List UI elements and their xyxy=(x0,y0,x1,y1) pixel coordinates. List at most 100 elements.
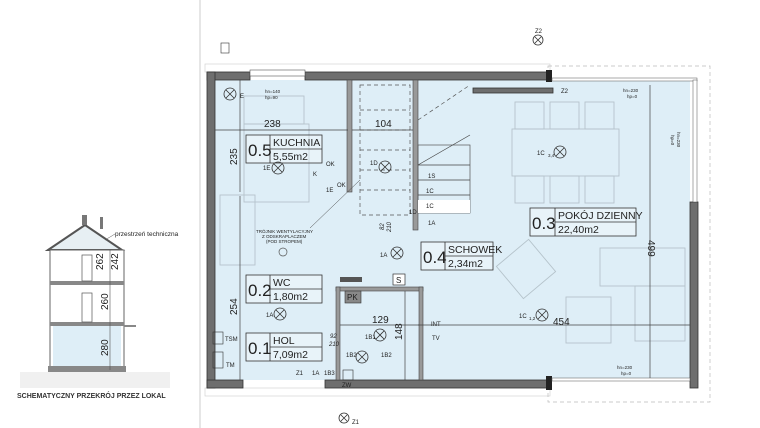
room-name: POKÓJ DZIENNY xyxy=(558,209,643,222)
lamp-icon xyxy=(378,160,392,174)
dim-129: 129 xyxy=(372,315,389,326)
room-name: WC xyxy=(273,277,291,289)
wall-bottom-left xyxy=(206,379,244,389)
lamp-icon xyxy=(535,308,549,322)
room-area: 1,80m2 xyxy=(273,291,308,303)
label-z1-b: Z1 xyxy=(352,420,360,426)
room-label-schowek: 0.4 SCHOWEK 2,34m2 xyxy=(420,241,502,271)
beam-living xyxy=(472,87,554,94)
lamp-icon xyxy=(223,87,237,101)
label-1e-c: 1E xyxy=(326,188,333,194)
ground xyxy=(20,372,170,388)
wall-left xyxy=(206,71,216,389)
dim-148: 148 xyxy=(394,323,405,340)
room-number: 0.3 xyxy=(532,214,556,233)
chimney xyxy=(82,215,87,225)
door-hol-height: 210 xyxy=(328,342,340,348)
vent-leader xyxy=(309,179,361,229)
label-1c-12: 1C xyxy=(519,314,527,320)
dim-454: 454 xyxy=(553,317,570,328)
chair xyxy=(549,175,580,204)
wall-right xyxy=(689,201,699,389)
vent-note-2: Z ODSKRAPLACZEM xyxy=(262,234,307,239)
vent-pipe xyxy=(100,217,103,229)
lamp-icon xyxy=(373,328,387,342)
label-1a-c: 1A xyxy=(266,313,273,319)
outlet-icon xyxy=(220,42,230,54)
ground-floor-fill xyxy=(53,326,121,366)
door-hol-width: 92 xyxy=(330,334,337,340)
label-s: S xyxy=(396,276,401,285)
label-z1: Z1 xyxy=(296,371,304,377)
label-1b2-b: 1B2 xyxy=(381,353,392,359)
wall-kitchen-stair xyxy=(346,79,353,193)
coffee-table xyxy=(565,296,612,344)
label-zw: ZW xyxy=(342,383,352,389)
chair xyxy=(514,175,545,204)
leader-technical xyxy=(104,233,116,241)
window-kitchen xyxy=(249,69,306,77)
label-ok: OK xyxy=(326,162,335,168)
label-z2: Z2 xyxy=(561,89,569,95)
wall-bottom xyxy=(324,379,549,389)
label-1d-b: 1D xyxy=(409,210,417,216)
staircase xyxy=(359,84,471,216)
column-bottom xyxy=(546,376,552,390)
label-1a-d: 1A xyxy=(312,371,319,377)
chair xyxy=(584,101,615,130)
height-280: 280 xyxy=(100,339,111,356)
top-window-hn: hn=230 xyxy=(623,88,639,93)
foundation xyxy=(48,366,126,372)
label-1c-12-sub: 1,2 xyxy=(529,316,536,321)
label-1b3: 1B3 xyxy=(324,371,335,377)
label-1c-34-sub: 3,4 xyxy=(548,153,555,158)
room-name: KUCHNIA xyxy=(273,137,320,149)
lamp-icon xyxy=(271,161,285,175)
room-number: 0.2 xyxy=(248,281,272,300)
roof xyxy=(44,223,126,251)
label-1s: 1S xyxy=(428,174,435,180)
label-pk: PK xyxy=(347,293,358,302)
vent-note-3: (POD STROPEM) xyxy=(266,239,303,244)
wall-wc-top xyxy=(335,286,424,292)
sofa-chaise xyxy=(634,285,686,342)
label-tv: TV xyxy=(432,336,440,342)
kitchen-window-hp: hp=90 xyxy=(265,95,278,100)
room-area: 7,09m2 xyxy=(273,349,308,361)
chair xyxy=(584,175,615,204)
label-k: K xyxy=(313,172,317,178)
lamp-icon xyxy=(355,350,369,364)
room-number: 0.5 xyxy=(248,141,272,160)
bottom-window-hp: hp=0 xyxy=(621,371,632,376)
label-1c-34: 1C xyxy=(537,151,545,157)
tsm-box xyxy=(212,331,224,345)
height-242: 242 xyxy=(110,253,121,270)
label-e: E xyxy=(240,94,244,100)
vent-duct xyxy=(340,277,362,282)
room-area: 2,34m2 xyxy=(448,258,483,270)
lamp-icon xyxy=(553,145,567,159)
room-area: 5,55m2 xyxy=(273,151,308,163)
balcony xyxy=(124,325,136,327)
room-number: 0.1 xyxy=(248,339,272,358)
door-schowek-height: 210 xyxy=(387,221,393,233)
label-tsm: TSM xyxy=(225,337,238,343)
room-label-hall: 0.1 HOL 7,09m2 xyxy=(245,332,323,362)
technical-space-label: przestrzeń techniczna xyxy=(115,231,179,238)
vent-icon xyxy=(278,247,288,257)
room-label-wc: 0.2 WC 1,80m2 xyxy=(245,274,323,304)
slab-1 xyxy=(50,281,124,285)
window-living-top xyxy=(551,77,698,82)
label-1d: 1D xyxy=(370,161,378,167)
side-window-hn: hn=230 xyxy=(676,132,681,148)
dim-499: 499 xyxy=(645,240,656,257)
side-window-hp: hp=0 xyxy=(670,135,675,146)
chair xyxy=(549,101,580,130)
wall-stair-right xyxy=(412,79,419,231)
door-middle xyxy=(81,292,93,323)
label-ok-b: OK xyxy=(337,183,346,189)
label-1c-b: 1C xyxy=(426,204,434,210)
window-living-side xyxy=(692,79,698,203)
